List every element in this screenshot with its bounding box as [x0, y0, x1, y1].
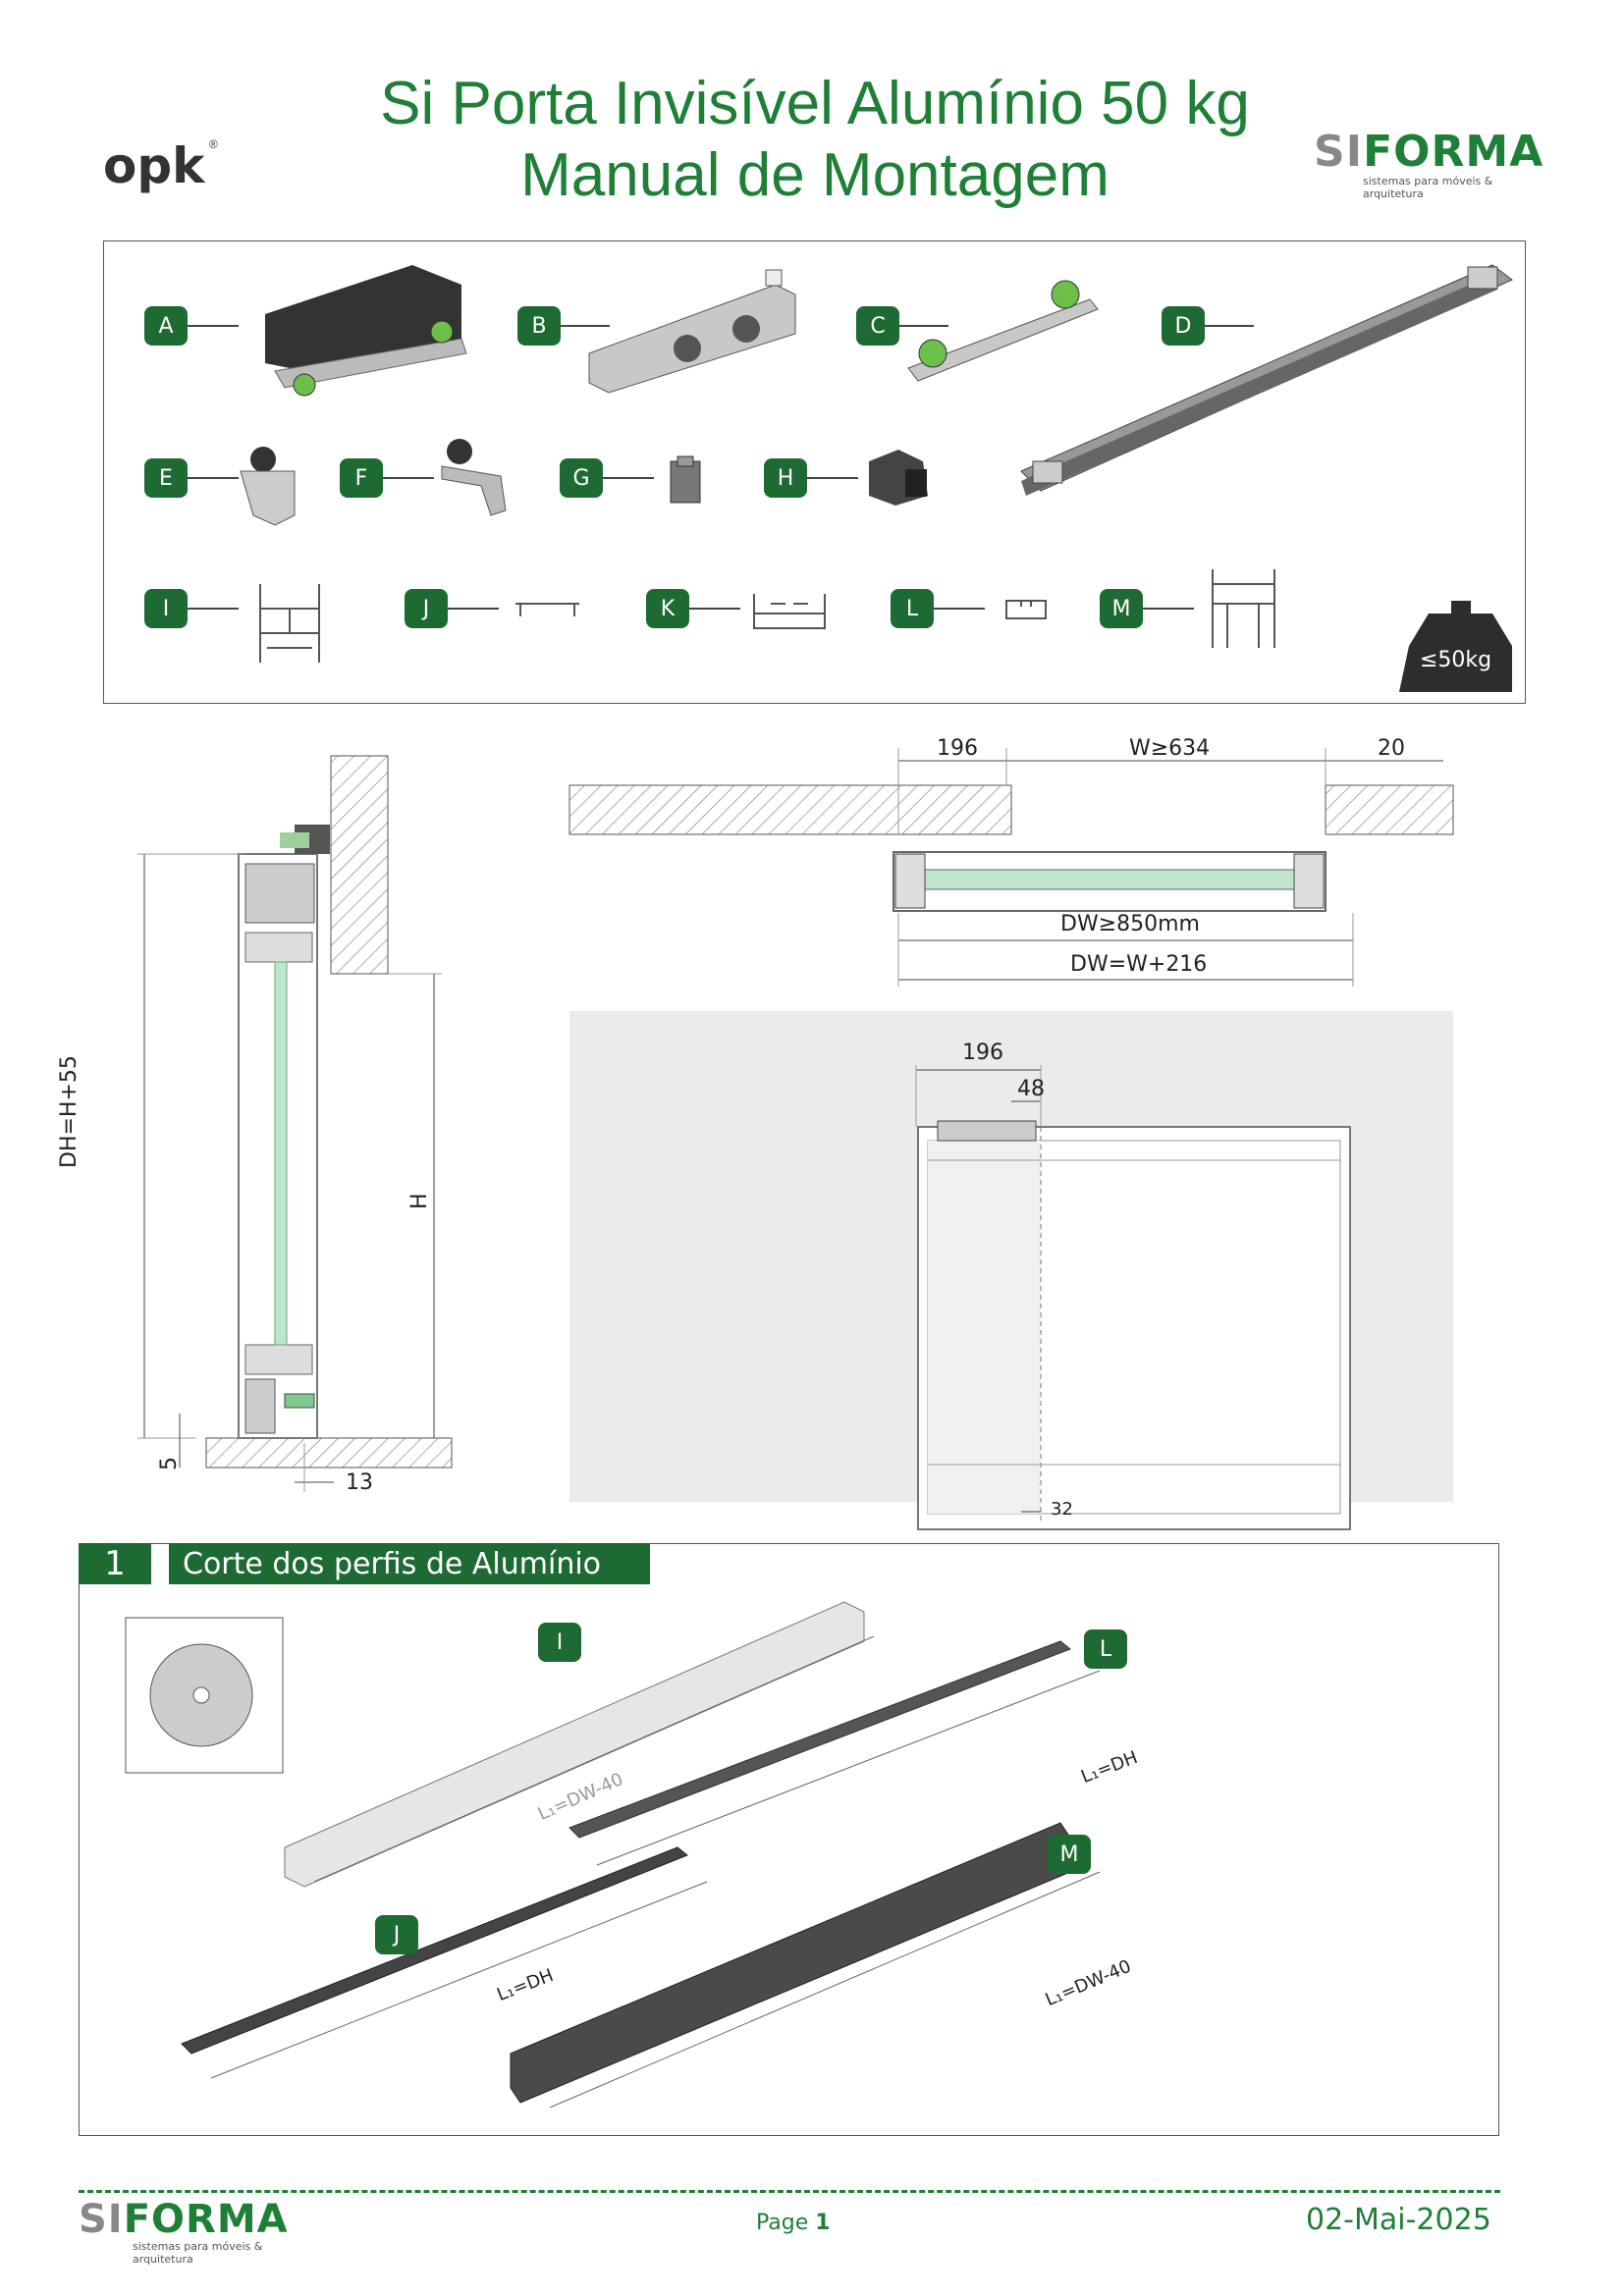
registered-icon: ®	[208, 137, 218, 151]
dim-top-dw-min: DW≥850mm	[1060, 912, 1200, 936]
profile-label-m: M	[1048, 1835, 1091, 1874]
leader-a	[188, 325, 239, 327]
dim-front-left: 196	[962, 1041, 1003, 1065]
dim-top-right: 20	[1378, 736, 1405, 761]
siforma-logo-header: SIFORMA sistemas para móveis & arquitetu…	[1314, 127, 1543, 201]
part-b-drawing	[588, 269, 796, 394]
page-title-line1: Si Porta Invisível Alumínio 50 kg	[380, 70, 1250, 137]
part-l-drawing	[1005, 600, 1047, 619]
part-label-c: C	[856, 306, 899, 346]
part-label-b: B	[517, 306, 561, 346]
dim-front-inner: 48	[1017, 1077, 1045, 1101]
opk-logo: opk ®	[103, 137, 218, 194]
side-section-drawing	[137, 755, 453, 1492]
part-label-k: K	[646, 589, 689, 628]
part-label-f: F	[340, 458, 383, 498]
leader-i	[188, 608, 239, 610]
dim-top-left: 196	[937, 736, 978, 761]
leader-m	[1143, 608, 1194, 610]
footer-siforma-tagline: sistemas para móveis & arquitetura	[133, 2240, 263, 2266]
part-c-drawing	[907, 280, 1099, 382]
weight-limit-label: ≤50kg	[1420, 648, 1492, 672]
leader-k	[689, 608, 740, 610]
top-view-drawing	[568, 748, 1454, 987]
siforma-forma: FORMA	[1363, 127, 1544, 177]
dim-dh: DH=H+55	[57, 1055, 81, 1168]
profile-label-i: I	[538, 1623, 581, 1662]
part-a-drawing	[265, 265, 467, 397]
part-i-drawing	[259, 584, 320, 663]
dim-gap: 5	[157, 1457, 182, 1470]
dim-offset: 13	[346, 1470, 373, 1495]
part-k-drawing	[753, 594, 826, 629]
part-f-drawing	[441, 439, 507, 516]
part-label-d: D	[1162, 306, 1205, 346]
part-label-e: E	[144, 458, 188, 498]
front-view-drawing	[915, 1065, 1351, 1530]
document-date: 02-Mai-2025	[1306, 2203, 1491, 2237]
profile-label-l: L	[1084, 1629, 1127, 1669]
siforma-tagline: sistemas para móveis & arquitetura	[1363, 175, 1493, 200]
step-title: Corte dos perfis de Alumínio	[169, 1543, 650, 1584]
part-label-a: A	[144, 306, 188, 346]
parts-illustrations	[240, 264, 1513, 692]
page-indicator: Page 1	[756, 2211, 831, 2235]
dim-h: H	[407, 1193, 432, 1209]
part-label-i: I	[144, 589, 188, 628]
dim-top-width: W≥634	[1129, 736, 1211, 761]
leader-f	[383, 477, 434, 479]
leader-b	[561, 325, 610, 327]
weight-icon	[1399, 601, 1512, 692]
leader-h	[807, 477, 858, 479]
part-j-drawing	[515, 603, 579, 616]
siforma-si: SI	[1314, 127, 1364, 177]
step-number: 1	[79, 1543, 151, 1584]
leader-g	[603, 477, 654, 479]
part-label-j: J	[405, 589, 448, 628]
part-label-l: L	[891, 589, 934, 628]
step-1-box	[79, 1543, 1499, 2136]
part-h-drawing	[869, 450, 928, 506]
parts-list-box	[103, 240, 1526, 704]
dim-top-dw-formula: DW=W+216	[1070, 952, 1208, 977]
leader-d	[1205, 325, 1254, 327]
part-d-drawing	[1020, 264, 1513, 496]
footer-siforma-forma: FORMA	[123, 2197, 289, 2242]
leader-j	[448, 608, 499, 610]
part-label-m: M	[1100, 589, 1143, 628]
page-title-line2: Manual de Montagem	[520, 141, 1110, 209]
profile-label-j: J	[375, 1915, 418, 1954]
part-m-drawing	[1212, 569, 1275, 648]
leader-l	[934, 608, 985, 610]
dim-front-bottom: 32	[1051, 1499, 1073, 1520]
step-1-drawing	[125, 1601, 1101, 2109]
siforma-logo-footer: SIFORMA sistemas para móveis & arquitetu…	[79, 2199, 304, 2266]
page-number: 1	[815, 2211, 831, 2235]
leader-e	[188, 477, 239, 479]
saw-blade-icon	[149, 1643, 253, 1747]
part-label-h: H	[764, 458, 807, 498]
part-e-drawing	[240, 447, 296, 526]
leader-c	[899, 325, 948, 327]
part-g-drawing	[670, 455, 701, 504]
footer-divider	[79, 2190, 1500, 2193]
opk-logo-text: opk	[103, 137, 205, 194]
footer-siforma-si: SI	[79, 2197, 124, 2242]
page-prefix: Page	[756, 2211, 809, 2235]
part-label-g: G	[560, 458, 603, 498]
